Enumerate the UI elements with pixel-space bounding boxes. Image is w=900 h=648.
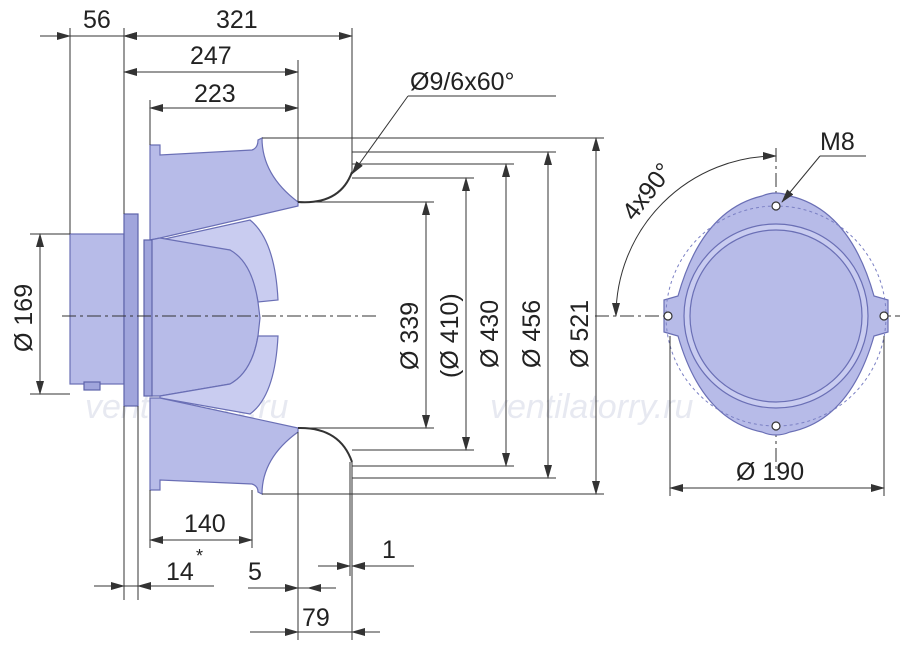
dim-140: 140: [184, 510, 226, 538]
fan-front-view: [663, 192, 889, 436]
inlet-cone-lower: [297, 426, 353, 463]
dim-14-mark: *: [196, 546, 203, 566]
extension-lines: [30, 28, 604, 640]
motor-block: [69, 233, 125, 385]
dimension-lines: [36, 32, 600, 636]
inlet-opening: [689, 229, 863, 403]
dim-14: 14: [166, 558, 194, 586]
dim-456: Ø 456: [518, 300, 546, 368]
dim-190: Ø 190: [736, 458, 804, 486]
motor-foot: [83, 381, 101, 391]
dim-430: Ø 430: [476, 300, 504, 368]
dim-thread: M8: [820, 128, 855, 156]
impeller-upper: [149, 137, 299, 241]
blade-lower: [159, 335, 279, 415]
bolt-hole-top: [771, 201, 781, 211]
hub-flange: [143, 239, 153, 397]
dim-5: 5: [248, 558, 262, 586]
bolt-hole-right: [879, 311, 889, 321]
bolt-hole-bottom: [771, 421, 781, 431]
bolt-hole-left: [663, 311, 673, 321]
watermark-right: ventilatorry.ru: [490, 388, 694, 426]
dim-521: Ø 521: [566, 300, 594, 368]
dim-1: 1: [382, 536, 396, 564]
thread-leader: [781, 155, 821, 203]
dim-79: 79: [302, 604, 330, 632]
angle-arc: [612, 152, 777, 317]
dim-169: Ø 169: [10, 284, 38, 352]
dim-321: 321: [216, 6, 258, 34]
fan-side-view: [69, 137, 353, 495]
dim-angle: 4x90°: [617, 158, 679, 226]
inlet-cone-upper: [297, 171, 353, 204]
dim-339: Ø 339: [396, 302, 424, 370]
dim-247: 247: [190, 42, 232, 70]
dim-410: (Ø 410): [436, 293, 464, 378]
dim-hole: Ø9/6x60°: [410, 68, 515, 96]
dim-223: 223: [194, 80, 236, 108]
impeller-lower: [149, 397, 299, 495]
dim-56: 56: [83, 6, 111, 34]
mounting-plate: [123, 213, 139, 407]
